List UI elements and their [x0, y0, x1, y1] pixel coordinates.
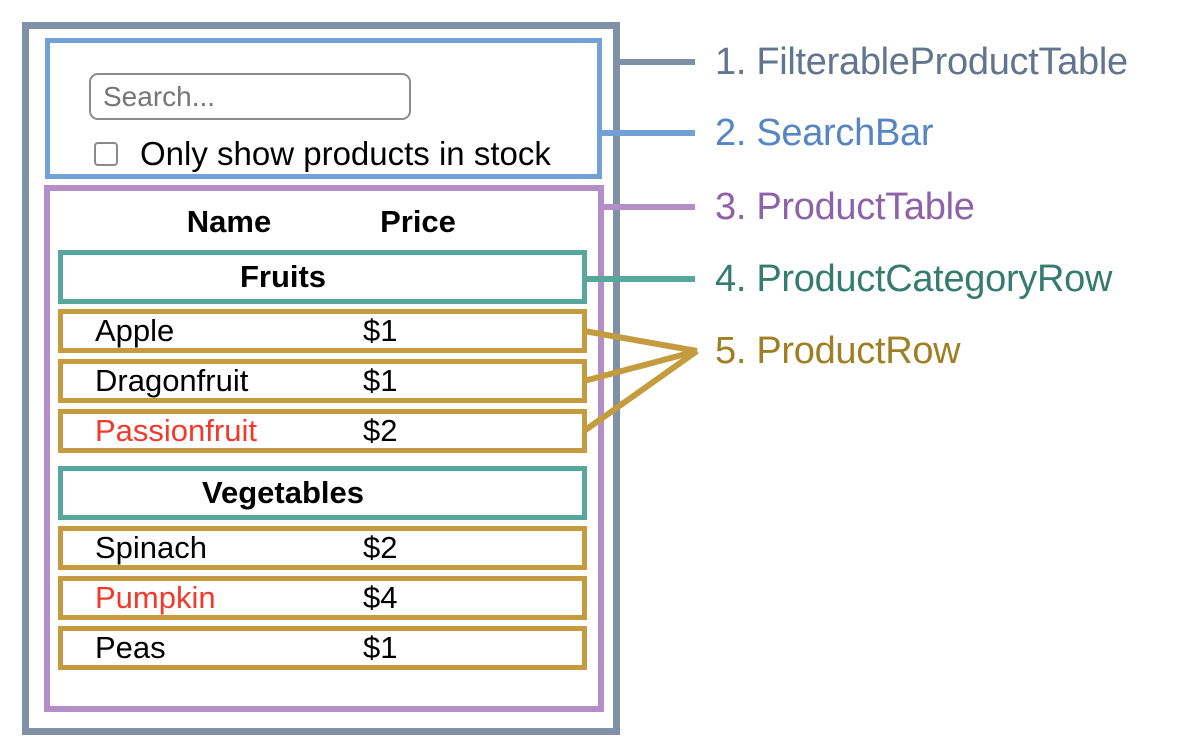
legend-filterable-product-table: 1. FilterableProductTable [715, 41, 1128, 83]
in-stock-checkbox-label: Only show products in stock [140, 135, 551, 172]
product-name: Pumpkin [95, 580, 216, 615]
category-label: Vegetables [202, 475, 364, 510]
product-row: Peas $1 [58, 626, 587, 670]
column-header-name: Name [186, 204, 272, 239]
product-name: Apple [95, 313, 175, 348]
product-name: Peas [95, 630, 166, 665]
product-table-box: Name Price Fruits Apple $1 Dragonfruit $… [44, 185, 604, 712]
legend-search-bar: 2. SearchBar [715, 112, 934, 154]
product-price: $2 [363, 413, 398, 448]
product-name: Dragonfruit [95, 363, 249, 398]
product-price: $2 [363, 530, 398, 565]
product-name: Spinach [95, 530, 208, 565]
in-stock-checkbox[interactable] [94, 142, 118, 166]
table-header-row: Name Price [50, 205, 598, 239]
legend-product-table: 3. ProductTable [715, 186, 975, 228]
product-row: Spinach $2 [58, 526, 587, 570]
product-price: $1 [363, 363, 398, 398]
filterable-product-table-box: Only show products in stock Name Price F… [22, 22, 620, 735]
column-header-price: Price [380, 204, 456, 239]
category-label: Fruits [239, 259, 327, 294]
product-price: $1 [363, 630, 398, 665]
product-row: Passionfruit $2 [58, 409, 587, 453]
product-price: $1 [363, 313, 398, 348]
product-row: Dragonfruit $1 [58, 359, 587, 403]
product-category-row: Fruits [58, 250, 587, 304]
product-name: Passionfruit [95, 413, 257, 448]
search-input[interactable] [89, 73, 411, 120]
product-row: Apple $1 [58, 309, 587, 353]
search-bar-box: Only show products in stock [45, 38, 602, 179]
product-row: Pumpkin $4 [58, 576, 587, 620]
legend-product-row: 5. ProductRow [715, 330, 961, 372]
product-price: $4 [363, 580, 398, 615]
legend-product-category-row: 4. ProductCategoryRow [715, 258, 1113, 300]
product-category-row: Vegetables [58, 466, 587, 520]
